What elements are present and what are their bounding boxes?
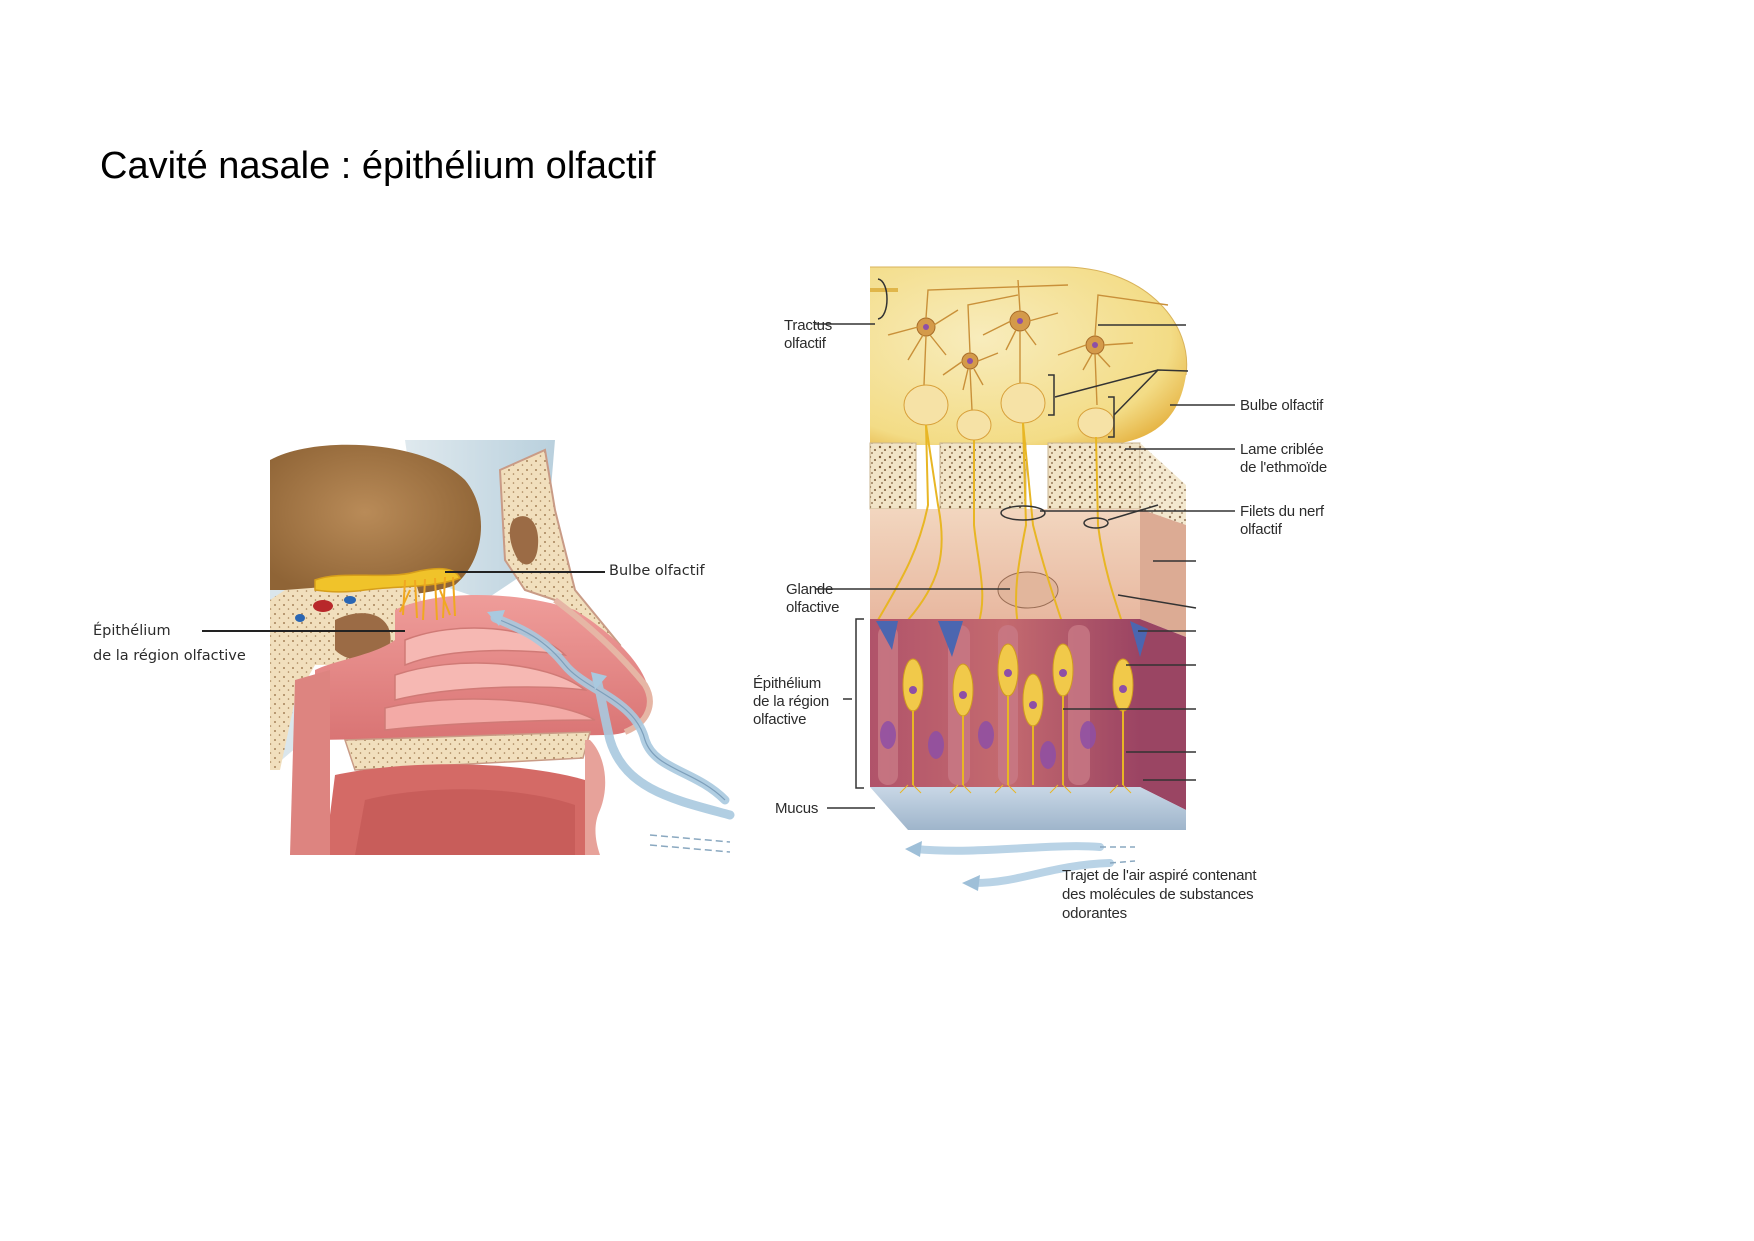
label-epithelium-right-line3: olfactive: [753, 711, 807, 728]
label-bulbe-olfactif-right: Bulbe olfactif: [1240, 397, 1324, 414]
label-epithelium-right-line1: Épithélium: [753, 675, 822, 692]
label-filets-line2: olfactif: [1240, 521, 1282, 538]
nasal-cavity-sagittal-illustration: [255, 440, 745, 855]
inhaled-air-arrows: [905, 841, 1136, 891]
epithelium-bracket: [855, 618, 864, 789]
left-leader-lines: [202, 571, 605, 632]
label-lame-line1: Lame criblée: [1240, 441, 1324, 458]
leader-unlabeled-3: [1117, 594, 1197, 609]
label-lame-line2: de l'ethmoïde: [1240, 459, 1327, 476]
right-leader-lines: [815, 323, 1235, 809]
label-tractus-line2: olfactif: [784, 335, 826, 352]
label-epithelium-right-line2: de la région: [753, 693, 829, 710]
label-glande-line2: olfactive: [786, 599, 840, 616]
label-glande-line1: Glande: [786, 581, 834, 598]
label-trajet-line2: des molécules de substances: [1062, 886, 1254, 903]
label-epithelium-left-line1: Épithélium: [93, 623, 171, 639]
label-epithelium-left-line2: de la région olfactive: [93, 648, 246, 664]
label-trajet-line1: Trajet de l'air aspiré contenant: [1062, 867, 1257, 884]
label-bulbe-olfactif-left: Bulbe olfactif: [609, 563, 705, 579]
label-tractus-line1: Tractus: [784, 317, 833, 334]
label-trajet-line3: odorantes: [1062, 905, 1127, 922]
label-mucus: Mucus: [775, 800, 819, 817]
olfactory-epithelium-illustration: [869, 266, 1197, 830]
label-filets-line1: Filets du nerf: [1240, 503, 1324, 520]
page-title: Cavité nasale : épithélium olfactif: [100, 145, 656, 187]
